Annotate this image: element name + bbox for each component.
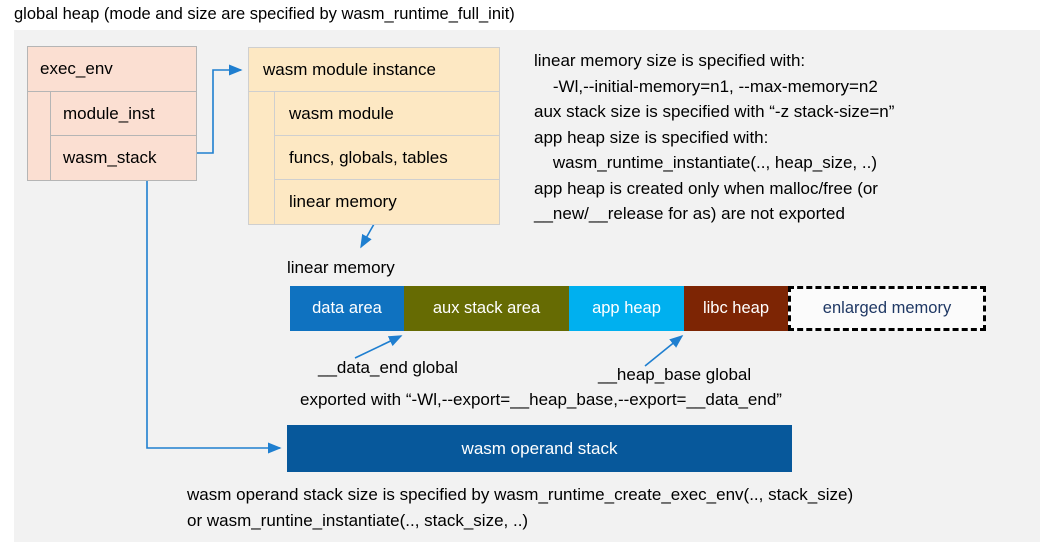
exec-env-box: exec_env module_inst wasm_stack — [27, 46, 197, 181]
module-instance-title: wasm module instance — [249, 48, 499, 92]
memory-segment-data-area: data area — [290, 286, 404, 331]
exec-env-row-module-inst: module_inst — [51, 92, 196, 136]
annotation-data-end: __data_end global — [318, 358, 458, 377]
module-instance-row-linear-memory: linear memory — [289, 192, 397, 211]
wasm-module-instance-box: wasm module instance wasm module funcs, … — [248, 47, 500, 225]
memory-segment-enlarged-memory: enlarged memory — [788, 286, 986, 331]
module-instance-row-funcs-globals-tables: funcs, globals, tables — [275, 136, 499, 180]
wasm-operand-stack-box: wasm operand stack — [287, 425, 792, 472]
annotation-exported-with: exported with “-Wl,--export=__heap_base,… — [300, 390, 782, 409]
memory-config-notes: linear memory size is specified with: -W… — [534, 51, 895, 223]
memory-segment-libc-heap: libc heap — [684, 286, 788, 331]
module-instance-row-wasm-module: wasm module — [275, 92, 499, 136]
memory-segment-aux-stack-area: aux stack area — [404, 286, 569, 331]
linear-memory-label: linear memory — [287, 258, 395, 277]
exec-env-title: exec_env — [28, 47, 196, 92]
page-title: global heap (mode and size are specified… — [14, 5, 515, 23]
operand-stack-notes: wasm operand stack size is specified by … — [187, 485, 854, 530]
module-instance-gutter — [249, 92, 275, 224]
exec-env-row-wasm-stack: wasm_stack — [63, 148, 157, 167]
annotation-heap-base: __heap_base global — [598, 365, 752, 384]
memory-segment-app-heap: app heap — [569, 286, 684, 331]
exec-env-gutter — [28, 92, 51, 180]
